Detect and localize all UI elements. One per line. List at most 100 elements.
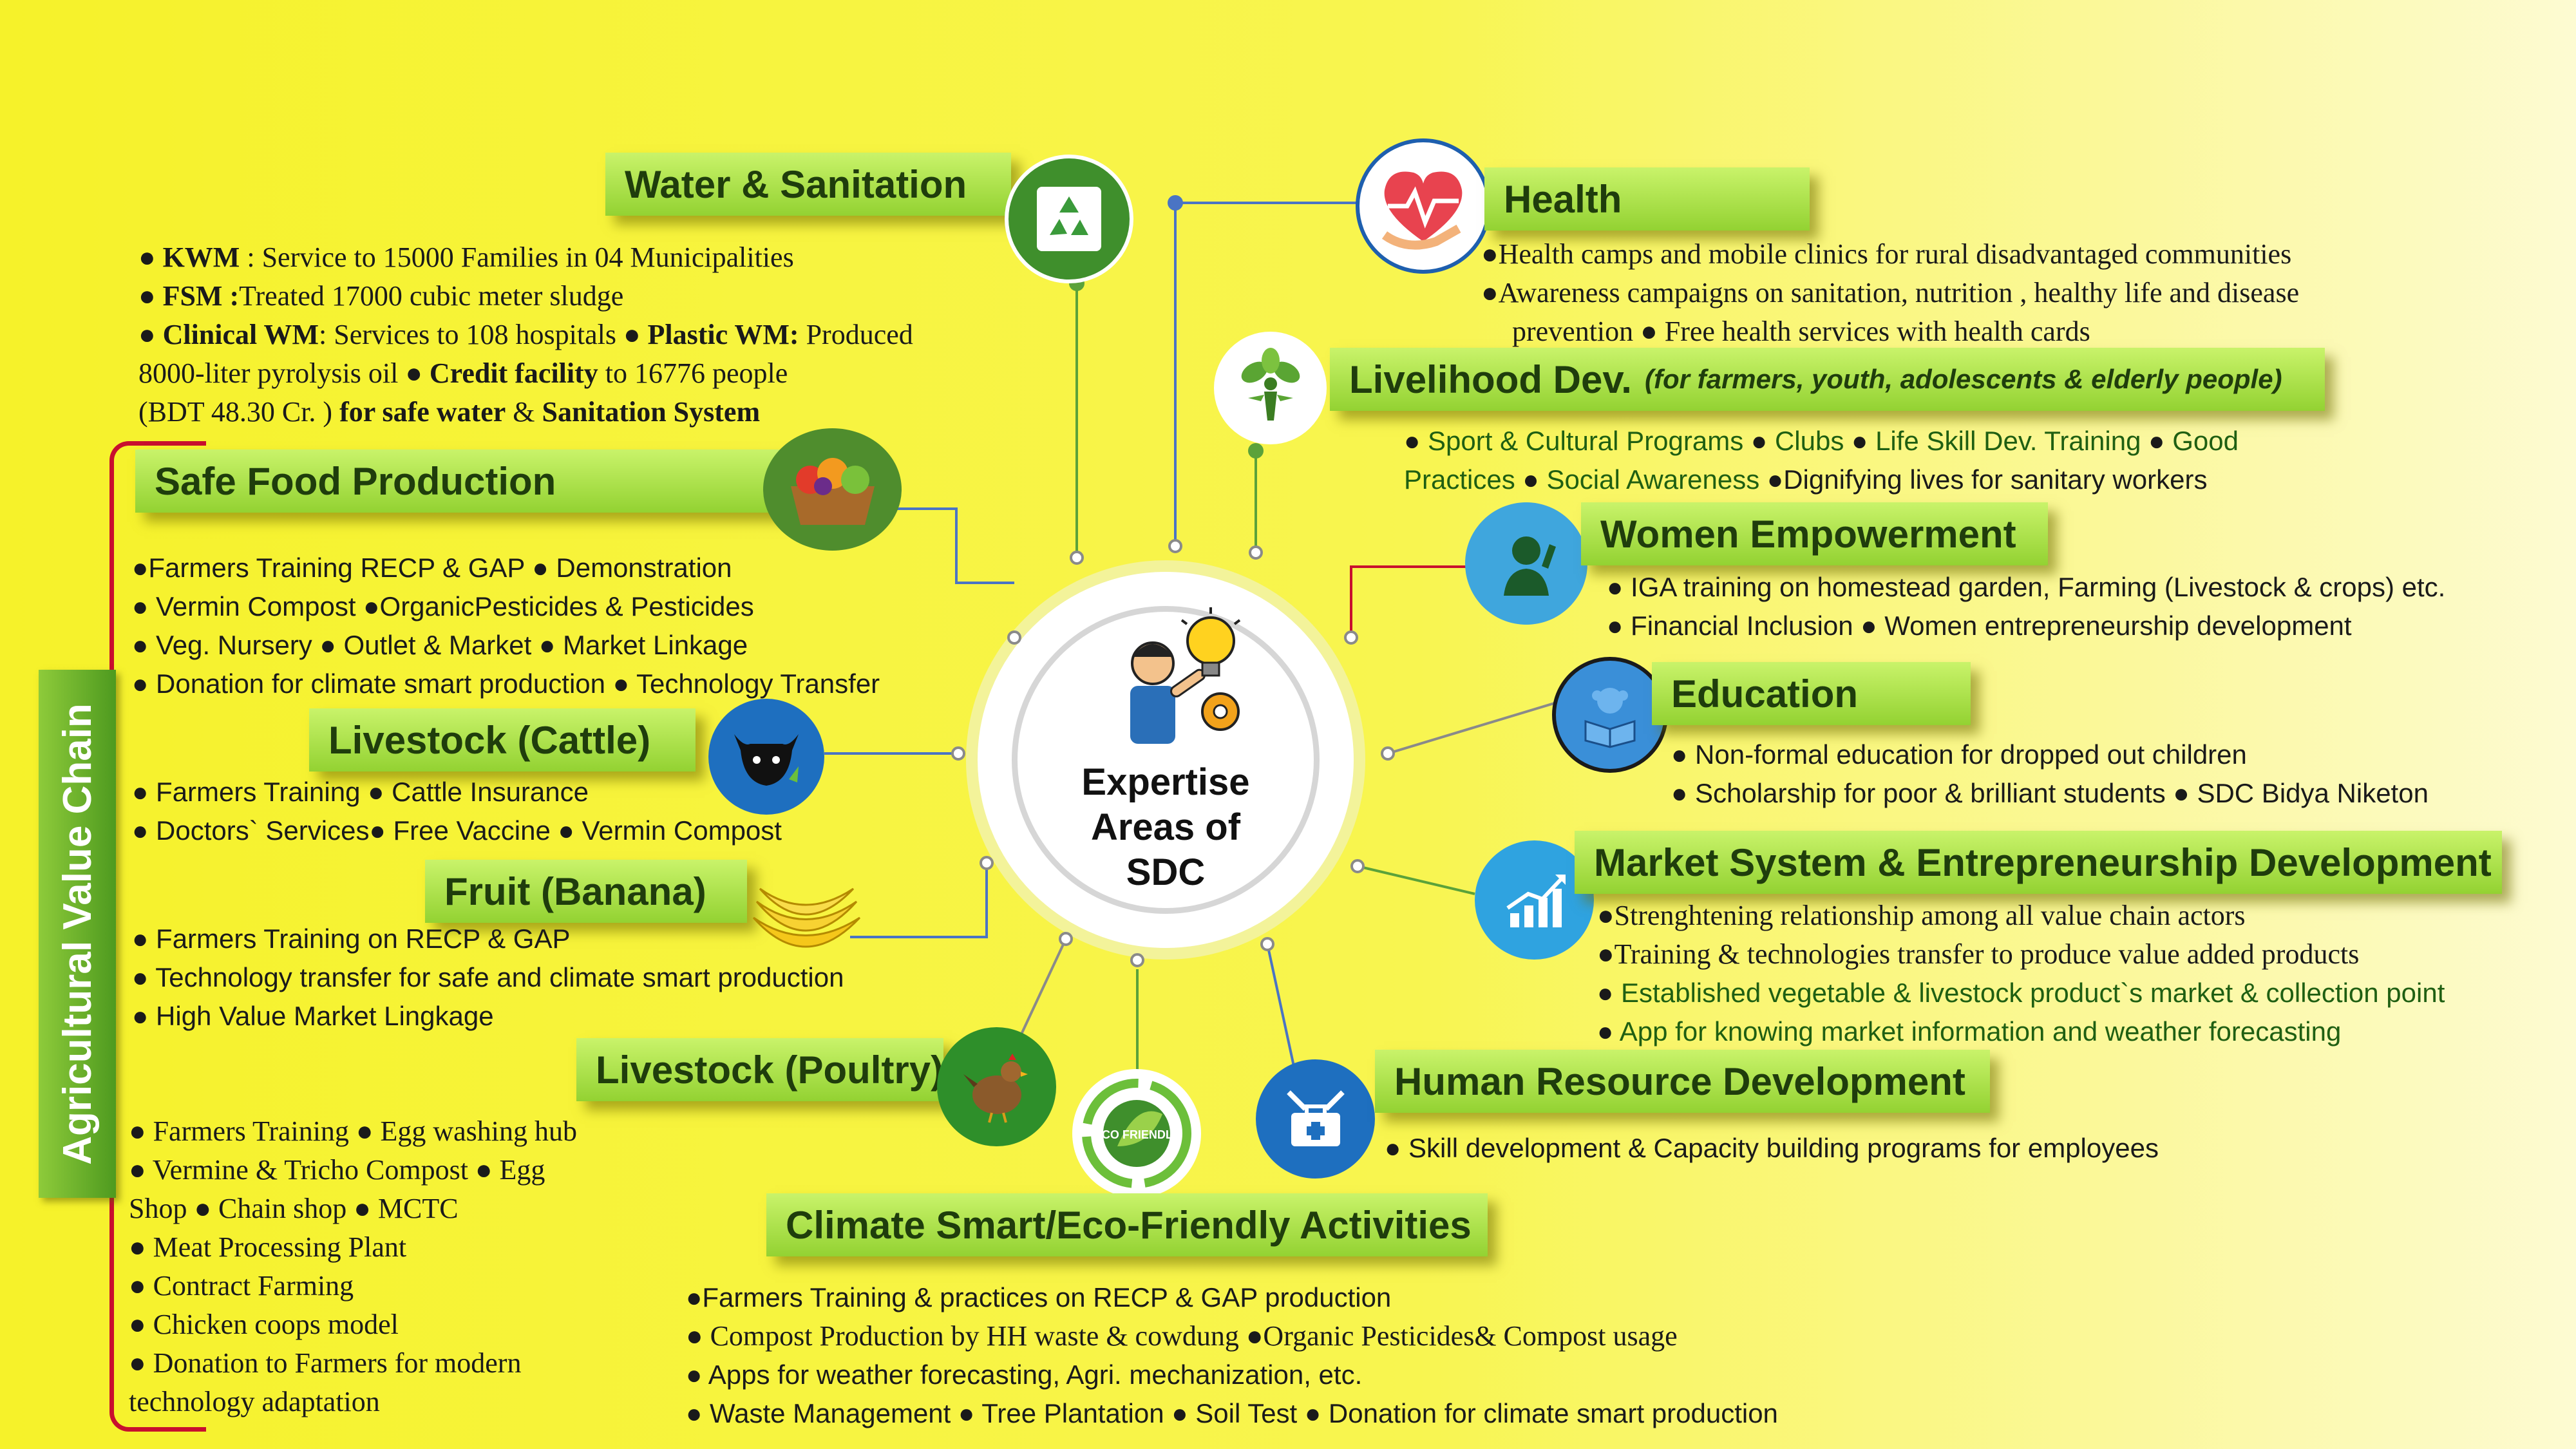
market-growth-glyph (1506, 874, 1566, 927)
market-details: ●Strenghtening relationship among all va… (1597, 896, 2563, 1051)
hrd-label: Human Resource Development (1375, 1050, 1990, 1113)
connector-safefood (863, 507, 1014, 584)
cow-icon (708, 699, 824, 815)
market-title: Market System & Entrepreneurship Develop… (1594, 840, 2492, 884)
women-title: Women Empowerment (1600, 512, 2016, 556)
safe-food-line-1: ●Farmers Training RECP & GAP ● Demonstra… (132, 553, 732, 583)
cattle-line-2: ● Doctors` Services● Free Vaccine ● Verm… (132, 815, 782, 846)
hub-title: Expertise Areas of SDC (1018, 760, 1314, 895)
market-label: Market System & Entrepreneurship Develop… (1575, 831, 2502, 894)
chicken-icon (937, 1027, 1056, 1146)
water-sanitation-label: Water & Sanitation (605, 153, 1011, 216)
vegetable-basket-glyph (790, 458, 875, 525)
ring-dot (1260, 937, 1274, 951)
education-reading-glyph (1584, 688, 1636, 748)
climate-details: ●Farmers Training & practices on RECP & … (686, 1278, 1974, 1433)
recycle-icon (1005, 155, 1133, 283)
recycle-icon-glyph (1037, 187, 1101, 251)
climate-line-3: ● Apps for weather forecasting, Agri. me… (686, 1359, 1363, 1390)
education-title: Education (1671, 672, 1859, 715)
connector-women (1350, 565, 1475, 638)
poultry-line-6: ● Chicken coops model (129, 1309, 399, 1340)
banana-icon (741, 873, 869, 982)
ring-dot (1168, 539, 1182, 553)
ring-dot (1130, 953, 1144, 967)
eco-friendly-icon: ECO FRIENDLY (1072, 1069, 1201, 1198)
hrd-toolkit-icon (1256, 1059, 1375, 1179)
market-growth-icon (1475, 840, 1594, 960)
banana-label: Fruit (Banana) (425, 860, 747, 923)
health-heart-glyph (1381, 171, 1463, 250)
health-details: ●Health camps and mobile clinics for rur… (1481, 235, 2544, 351)
health-line-1: ●Health camps and mobile clinics for rur… (1481, 238, 2292, 270)
water-line-3: ● Clinical WM: Services to 108 hospitals… (138, 319, 913, 350)
livelihood-line-2: Practices ● Social Awareness ●Dignifying… (1404, 464, 2208, 495)
market-line-1: ●Strenghtening relationship among all va… (1597, 900, 2246, 931)
poultry-title: Livestock (Poultry) (596, 1048, 944, 1092)
poultry-line-3: Shop ● Chain shop ● MCTC (129, 1193, 459, 1224)
cattle-details: ● Farmers Training ● Cattle Insurance ● … (132, 773, 969, 850)
eco-friendly-text: ECO FRIENDLY (1094, 1128, 1179, 1141)
livelihood-subtitle: (for farmers, youth, adolescents & elder… (1644, 364, 2282, 394)
connector-market (1357, 865, 1475, 895)
safe-food-title: Safe Food Production (155, 459, 556, 503)
climate-line-1: ●Farmers Training & practices on RECP & … (686, 1282, 1392, 1312)
livelihood-tree-glyph (1241, 347, 1300, 421)
market-line-4: ● App for knowing market information and… (1597, 1016, 2342, 1046)
ring-dot (1249, 545, 1263, 560)
banana-line-3: ● High Value Market Lingkage (132, 1001, 494, 1031)
education-reading-icon (1552, 657, 1668, 773)
women-details: ● IGA training on homestead garden, Farm… (1607, 568, 2560, 645)
ring-dot (1059, 932, 1073, 946)
connector-hrd (1266, 943, 1296, 1070)
ring-dot (1350, 859, 1365, 873)
hrd-details: ● Skill development & Capacity building … (1385, 1129, 2286, 1168)
women-empowerment-icon (1465, 502, 1587, 625)
women-line-1: ● IGA training on homestead garden, Farm… (1607, 572, 2446, 602)
hub-title-line3: SDC (1126, 851, 1206, 893)
safe-food-line-3: ● Veg. Nursery ● Outlet & Market ● Marke… (132, 630, 748, 660)
livelihood-label: Livelihood Dev. (for farmers, youth, ado… (1330, 348, 2325, 411)
water-line-2: ● FSM :Treated 17000 cubic meter sludge (138, 280, 624, 312)
banana-line-2: ● Technology transfer for safe and clima… (132, 962, 844, 992)
poultry-label: Livestock (Poultry) (576, 1038, 943, 1101)
cattle-line-1: ● Farmers Training ● Cattle Insurance (132, 777, 589, 807)
health-heart-icon (1356, 138, 1491, 274)
education-line-1: ● Non-formal education for dropped out c… (1671, 739, 2247, 770)
cow-glyph (734, 734, 799, 786)
connector-banana (850, 863, 988, 938)
connector-education (1387, 701, 1559, 755)
livelihood-details: ● Sport & Cultural Programs ● Clubs ● Li… (1404, 422, 2550, 499)
ring-dot (1070, 551, 1084, 565)
poultry-line-2: ● Vermine & Tricho Compost ● Egg (129, 1154, 545, 1186)
water-sanitation-title: Water & Sanitation (625, 162, 967, 206)
education-label: Education (1652, 662, 1971, 725)
ring-dot (951, 746, 965, 761)
health-line-2: ●Awareness campaigns on sanitation, nutr… (1481, 277, 2300, 308)
poultry-line-7: ● Donation to Farmers for modern (129, 1347, 522, 1379)
safe-food-label: Safe Food Production (135, 450, 869, 513)
ring-dot (1381, 746, 1395, 761)
hrd-line-1: ● Skill development & Capacity building … (1385, 1133, 2159, 1163)
women-label: Women Empowerment (1581, 502, 2048, 565)
eco-friendly-glyph: ECO FRIENDLY (1082, 1079, 1191, 1188)
climate-line-2: ● Compost Production by HH waste & cowdu… (686, 1320, 1678, 1352)
safe-food-line-2: ● Vermin Compost ●OrganicPesticides & Pe… (132, 591, 754, 621)
health-line-3: prevention ● Free health services with h… (1512, 316, 2090, 347)
banana-details: ● Farmers Training on RECP & GAP ● Techn… (132, 920, 1034, 1036)
safe-food-details: ●Farmers Training RECP & GAP ● Demonstra… (132, 549, 1034, 703)
safe-food-line-4: ● Donation for climate smart production … (132, 668, 880, 699)
market-line-3: ● Established vegetable & livestock prod… (1597, 978, 2445, 1008)
poultry-line-1: ● Farmers Training ● Egg washing hub (129, 1115, 578, 1147)
banana-glyph (752, 887, 861, 948)
climate-line-4: ● Waste Management ● Tree Plantation ● S… (686, 1398, 1778, 1428)
banana-line-1: ● Farmers Training on RECP & GAP (132, 923, 571, 954)
education-details: ● Non-formal education for dropped out c… (1671, 735, 2573, 813)
value-chain-label-box: Agricultural Value Chain (39, 670, 116, 1198)
climate-label: Climate Smart/Eco-Friendly Activities (766, 1193, 1488, 1256)
water-line-1: ● KWM : Service to 15000 Families in 04 … (138, 242, 794, 273)
market-line-2: ●Training & technologies transfer to pro… (1597, 938, 2360, 970)
cattle-label: Livestock (Cattle) (309, 708, 696, 772)
health-title: Health (1504, 177, 1622, 221)
